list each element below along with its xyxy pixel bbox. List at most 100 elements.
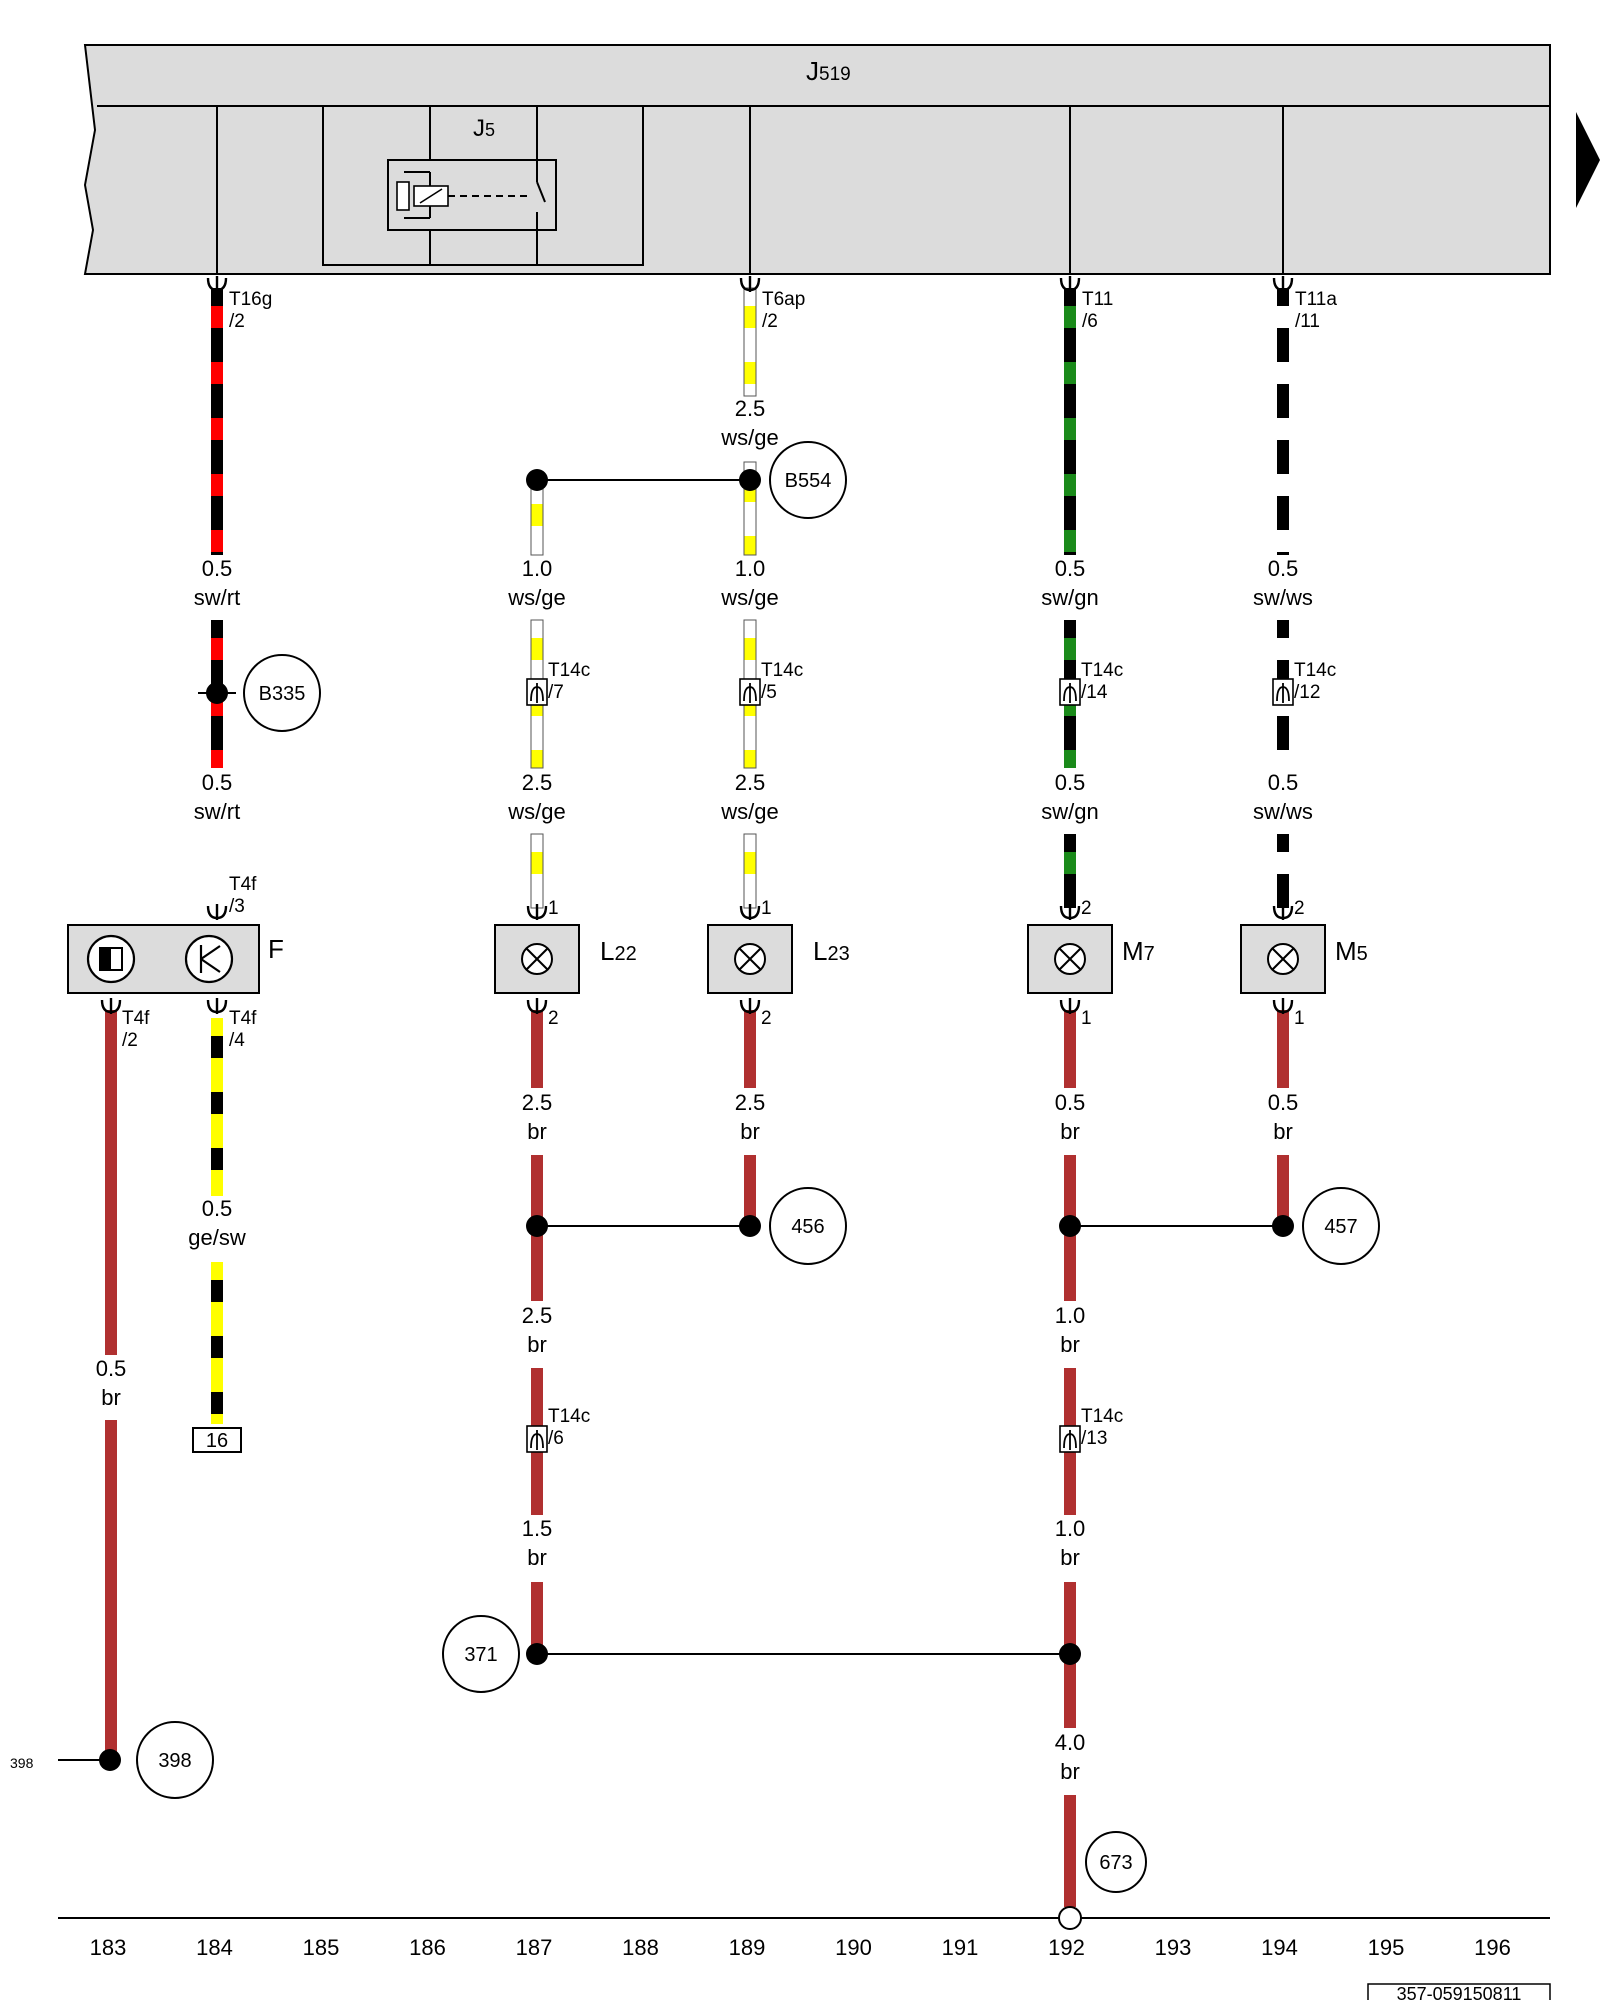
axis-number: 184 — [196, 1935, 233, 1960]
svg-text:L23: L23 — [813, 936, 850, 966]
wire-label-w192c: 0.5br — [1055, 1090, 1086, 1144]
wire-w194a — [1277, 288, 1289, 555]
node-b554: B554 — [769, 441, 847, 519]
wire-w192f — [1064, 1654, 1076, 1728]
svg-text:0.5: 0.5 — [1055, 1090, 1086, 1115]
svg-text:ge/sw: ge/sw — [188, 1225, 246, 1250]
wire-w192e — [1064, 1582, 1076, 1654]
component-l23[interactable]: L23 — [707, 924, 850, 994]
svg-text:16: 16 — [206, 1430, 228, 1452]
svg-text:0.5: 0.5 — [202, 770, 233, 795]
svg-text:T16g: T16g — [229, 289, 272, 310]
svg-text:ws/ge: ws/ge — [720, 585, 778, 610]
svg-text:2.5: 2.5 — [735, 770, 766, 795]
component-f[interactable]: F — [67, 924, 284, 994]
svg-text:J519: J519 — [806, 56, 851, 86]
svg-text:sw/rt: sw/rt — [194, 585, 240, 610]
svg-text:0.5: 0.5 — [202, 1196, 233, 1221]
svg-text:1.0: 1.0 — [1055, 1516, 1086, 1541]
svg-text:ws/ge: ws/ge — [720, 799, 778, 824]
svg-text:4.0: 4.0 — [1055, 1730, 1086, 1755]
axis-number: 193 — [1155, 1935, 1192, 1960]
wire-w194b — [1277, 834, 1289, 908]
svg-text:T14c: T14c — [761, 660, 803, 681]
svg-text:B335: B335 — [259, 683, 306, 705]
svg-text:T4f: T4f — [229, 874, 257, 895]
inline-connector-icon — [1059, 1425, 1081, 1453]
axis-number: 186 — [409, 1935, 446, 1960]
wire-w192c — [1064, 1155, 1076, 1226]
inline-connector-icon — [739, 678, 761, 706]
svg-text:B554: B554 — [785, 470, 832, 492]
connector-fork-icon — [739, 998, 761, 1014]
svg-text:2.5: 2.5 — [735, 1090, 766, 1115]
svg-text:398: 398 — [158, 1750, 191, 1772]
svg-text:0.5: 0.5 — [1268, 770, 1299, 795]
lamp-icon — [1267, 943, 1299, 975]
component-m5[interactable]: M5 — [1240, 924, 1368, 994]
connector-label-t14c_5: T14c/5 — [761, 660, 803, 703]
svg-text:/5: /5 — [761, 682, 777, 703]
wire-w187b — [530, 833, 544, 909]
connector-fork-icon — [1272, 998, 1294, 1014]
wire-w183 — [105, 1420, 117, 1760]
svg-text:sw/ws: sw/ws — [1253, 585, 1313, 610]
svg-text:sw/gn: sw/gn — [1041, 799, 1098, 824]
wire-w184a — [211, 288, 223, 555]
connector-label-t4f_3: T4f/3 — [229, 874, 257, 917]
lamp-icon — [734, 943, 766, 975]
svg-text:2.5: 2.5 — [522, 1090, 553, 1115]
connector-fork-icon — [206, 276, 228, 292]
node-b335: B335 — [243, 654, 321, 732]
svg-text:673: 673 — [1099, 1852, 1132, 1874]
axis-number: 185 — [303, 1935, 340, 1960]
wire-label-w192d: 1.0br — [1055, 1303, 1086, 1357]
wire-label-w187c: 2.5br — [522, 1090, 553, 1144]
page-reference-398[interactable]: 398 — [10, 1755, 34, 1771]
connector-label-t14c_6: T14c/6 — [548, 1406, 590, 1449]
svg-text:2.5: 2.5 — [522, 1303, 553, 1328]
wire-w189b — [743, 833, 757, 909]
axis-number: 183 — [90, 1935, 127, 1960]
relay-j5: J5 — [322, 105, 644, 266]
lamp-icon — [521, 943, 553, 975]
page-continue-arrow[interactable] — [1576, 112, 1600, 208]
svg-text:L22: L22 — [600, 936, 637, 966]
svg-text:/14: /14 — [1081, 682, 1108, 703]
wire-w187c — [531, 1155, 543, 1226]
svg-text:T14c: T14c — [1081, 1406, 1123, 1427]
inline-connector-icon — [1272, 678, 1294, 706]
wire-w192c — [1064, 1010, 1076, 1088]
svg-text:/3: /3 — [229, 896, 245, 917]
connector-label-t11: T11/6 — [1082, 289, 1113, 332]
ground-point-192 — [1058, 1906, 1082, 1930]
wire-w187e — [531, 1582, 543, 1654]
wire-label-w187d: 2.5 br — [522, 1303, 553, 1357]
wire-label-w184a: 0.5sw/rt — [194, 556, 240, 610]
svg-text:0.5: 0.5 — [96, 1356, 127, 1381]
wire-w194c — [1277, 1010, 1289, 1088]
component-m7[interactable]: M7 — [1027, 924, 1155, 994]
connector-fork-icon — [1272, 276, 1294, 292]
connector-fork-icon — [1059, 276, 1081, 292]
svg-text:br: br — [527, 1332, 547, 1357]
svg-text:456: 456 — [791, 1216, 824, 1238]
node-circles[interactable]: B554 B335 456 457 371 398 673 — [136, 441, 1380, 1893]
svg-text:0.5: 0.5 — [1055, 770, 1086, 795]
svg-text:M7: M7 — [1122, 936, 1155, 966]
component-l22[interactable]: L22 — [494, 924, 637, 994]
wire-label-w183: 0.5br — [96, 1356, 127, 1410]
inline-connector-icon — [526, 1425, 548, 1453]
connector-label-t14c_13: T14c/13 — [1081, 1406, 1123, 1449]
svg-text:2: 2 — [1081, 898, 1092, 919]
doc-number: 357-059150811 — [1367, 1983, 1551, 2000]
connector-fork-icon — [100, 998, 122, 1014]
wire-label-w194c: 0.5br — [1268, 1090, 1299, 1144]
wire-label-w194b: 0.5sw/ws — [1253, 770, 1313, 824]
connector-label-t11a: T11a/11 — [1295, 289, 1337, 332]
svg-text:M5: M5 — [1335, 936, 1368, 966]
svg-text:2: 2 — [548, 1008, 559, 1029]
connector-fork-icon — [526, 904, 548, 920]
reference-box-16[interactable]: 16 — [192, 1427, 242, 1453]
module-internal-lines — [216, 106, 1284, 274]
